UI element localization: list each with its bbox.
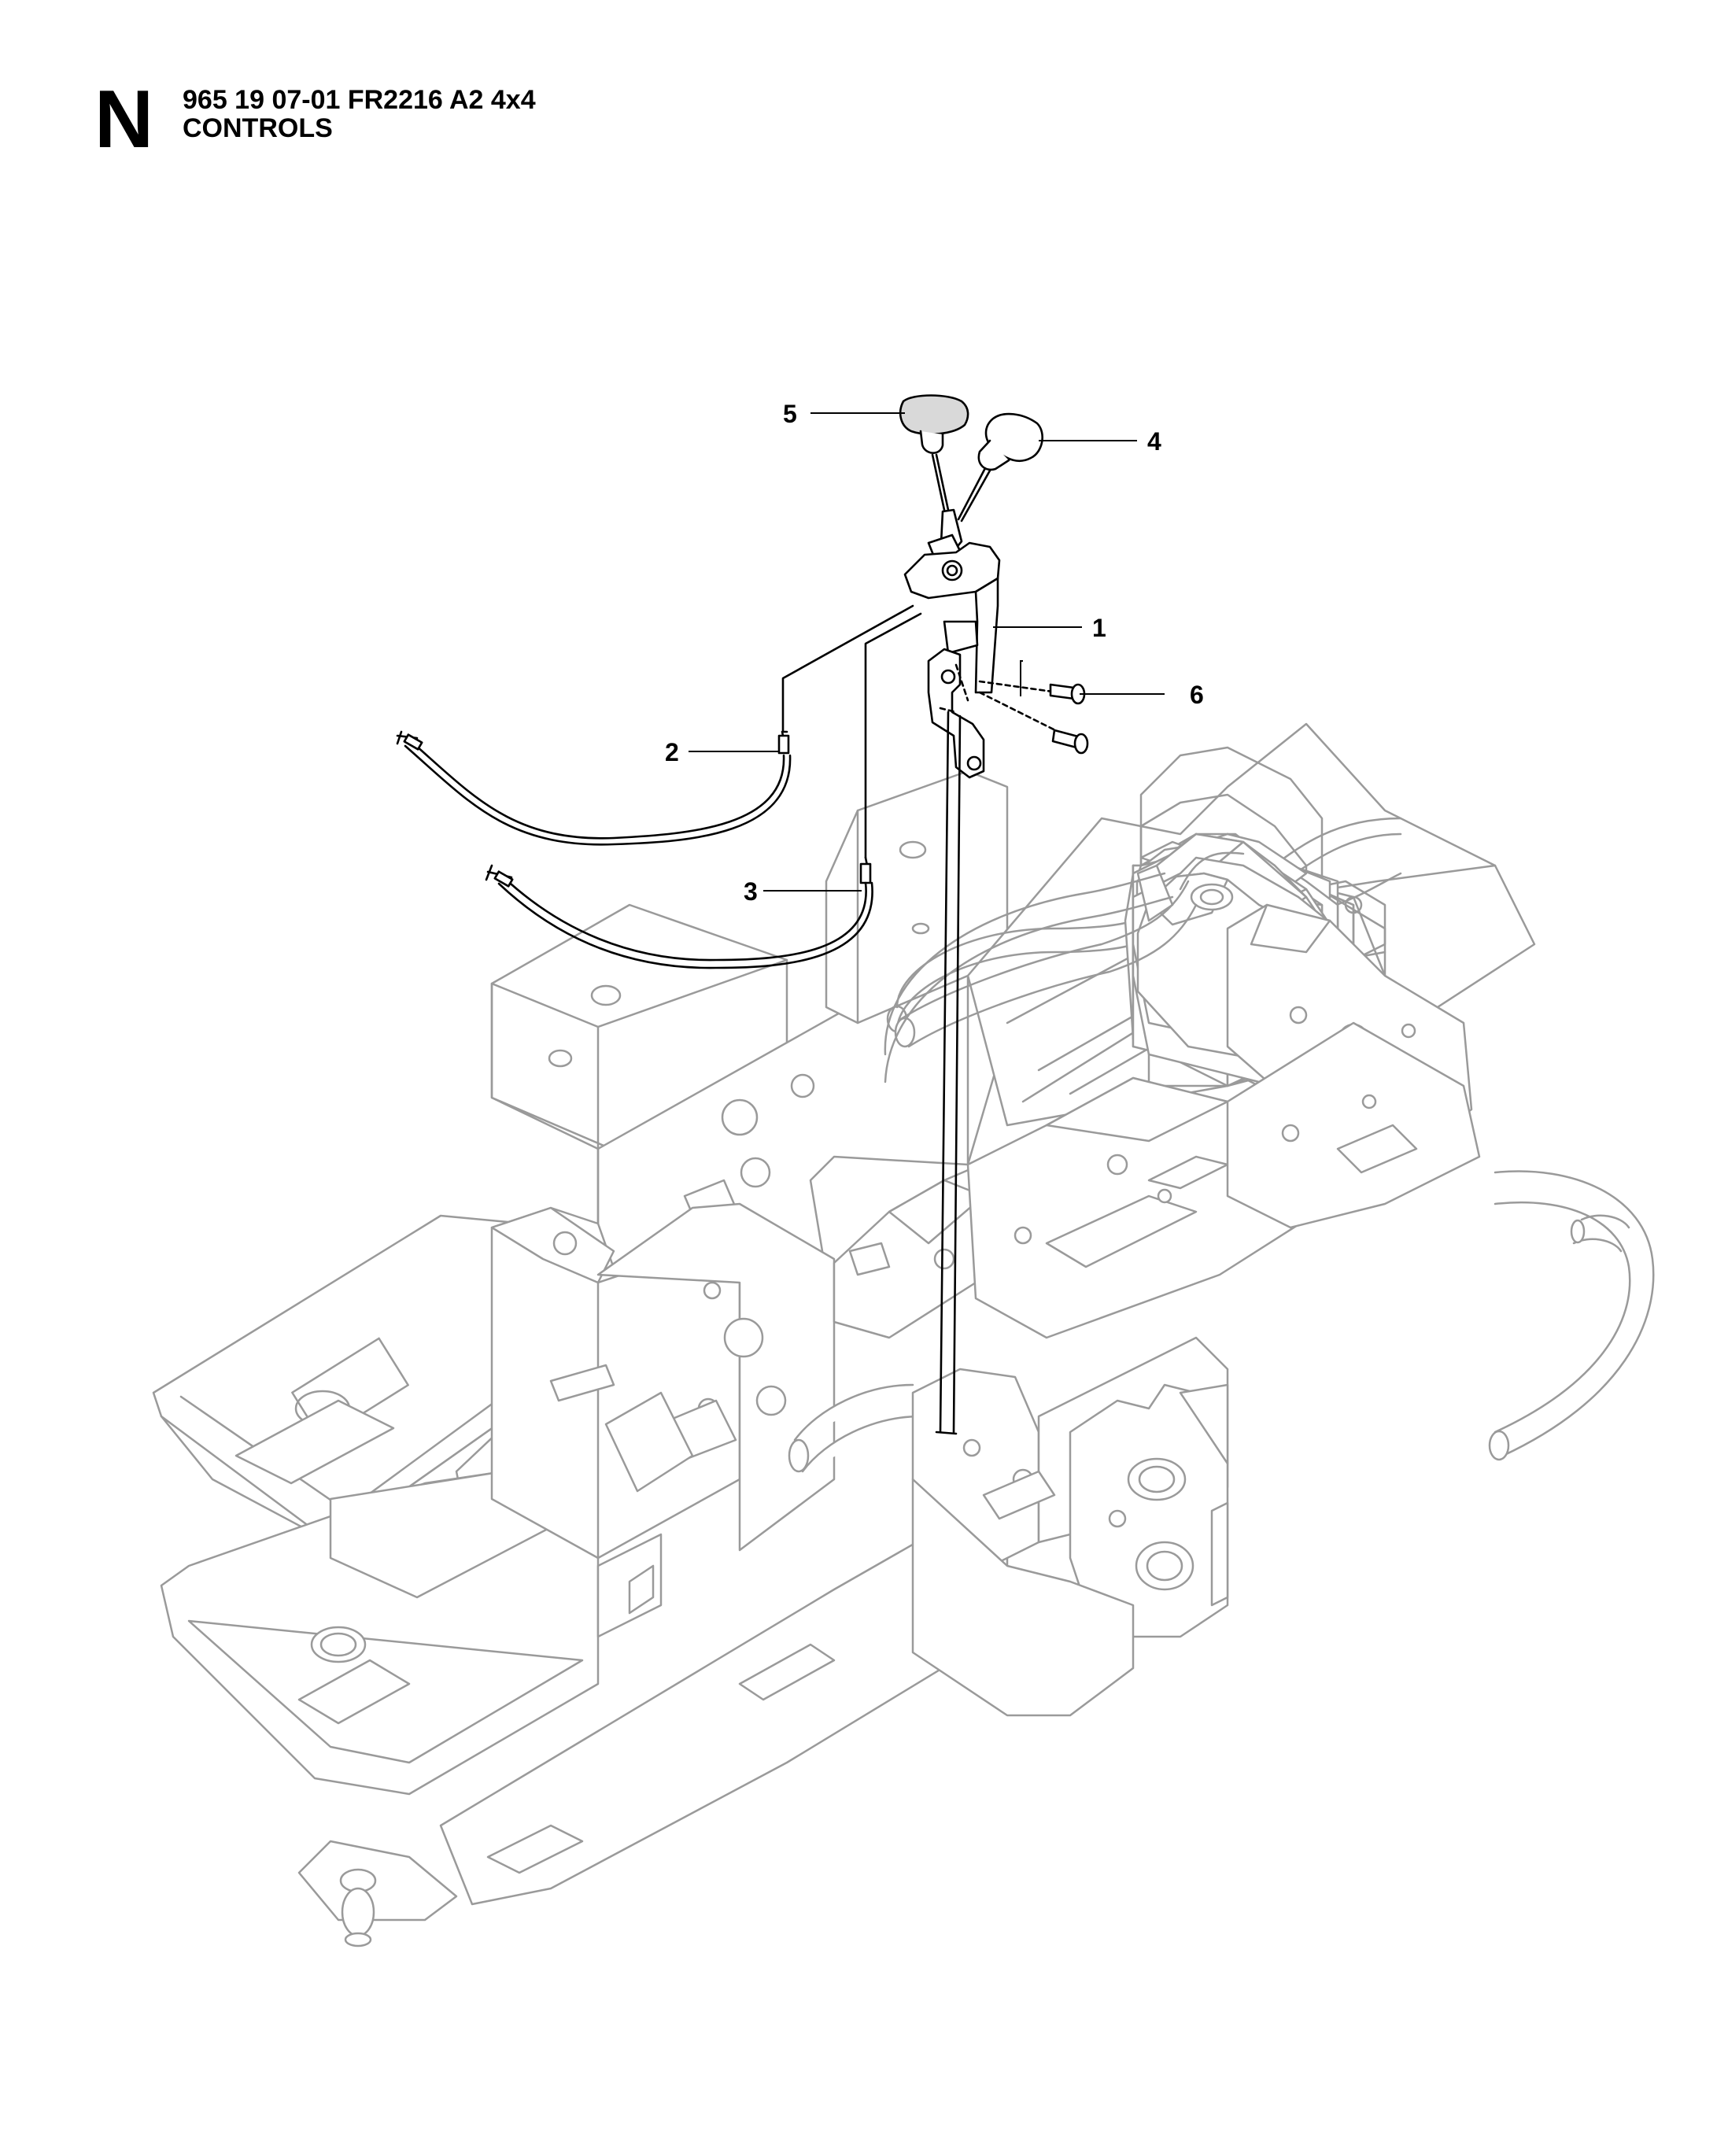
leader-6 — [1020, 660, 1023, 696]
part-number-line: 965 19 07-01 FR2216 A2 4x4 — [183, 85, 536, 115]
section-letter: N — [94, 74, 154, 165]
callout-labels: 5 4 1 6 2 3 — [665, 400, 1204, 906]
cable-2 — [396, 604, 914, 846]
callout-label-3: 3 — [744, 877, 758, 906]
cable-3 — [485, 612, 922, 969]
control-bracket-1 — [903, 508, 1001, 779]
page-header: N 965 19 07-01 FR2216 A2 4x4 CONTROLS — [94, 79, 803, 165]
callout-label-5: 5 — [783, 400, 797, 428]
callouts — [689, 412, 1165, 892]
knob-4 — [957, 412, 1043, 522]
section-title: CONTROLS — [183, 113, 333, 143]
callout-label-4: 4 — [1147, 427, 1161, 456]
callout-label-6: 6 — [1190, 681, 1204, 709]
callout-label-2: 2 — [665, 738, 679, 766]
knob-5 — [899, 394, 969, 511]
highlighted-parts — [396, 394, 1089, 1435]
control-rod — [935, 711, 962, 1435]
main-chassis — [160, 1021, 1481, 1947]
screws-6 — [978, 680, 1089, 755]
callout-label-1: 1 — [1092, 614, 1106, 642]
